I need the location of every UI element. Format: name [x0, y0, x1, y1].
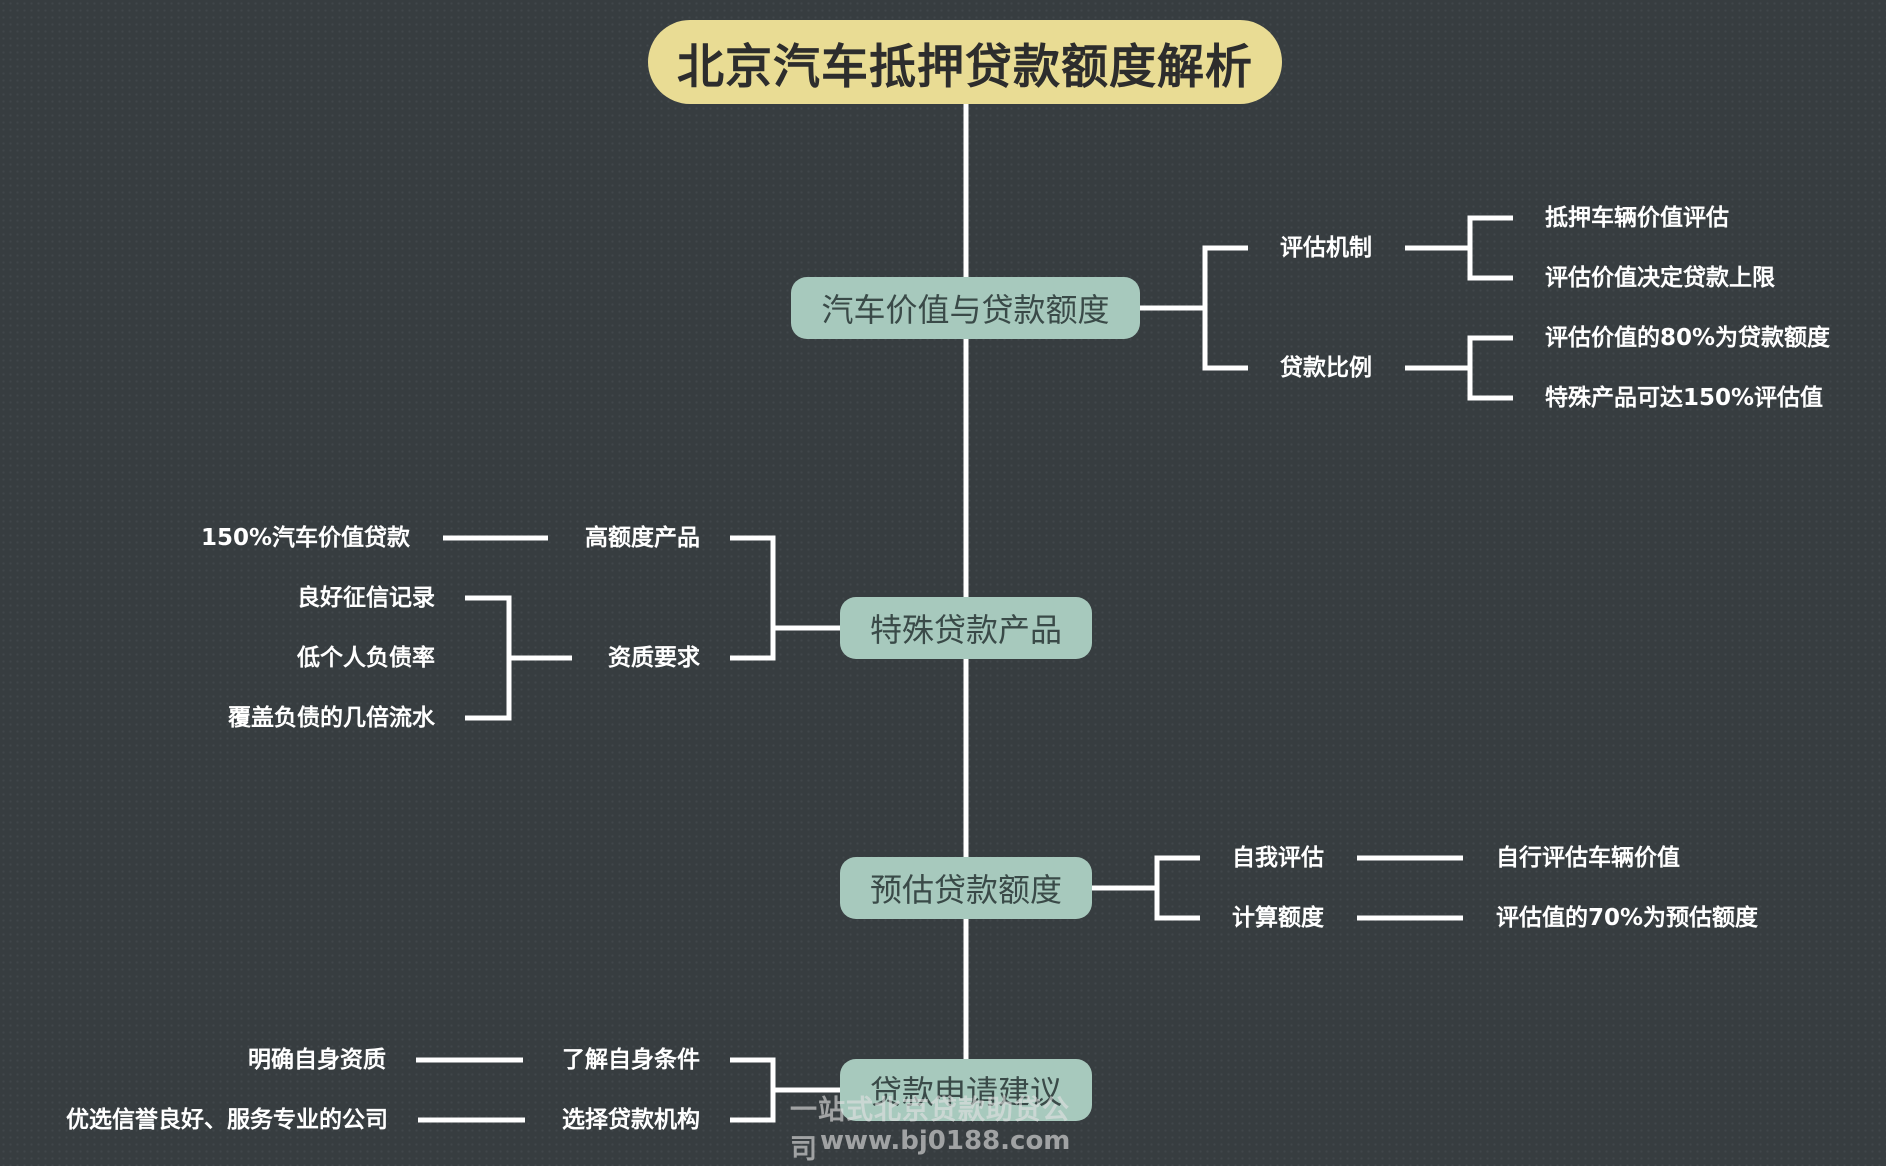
leaf-clarify-qualification: 明确自身资质	[248, 1047, 386, 1073]
leaf-low-debt: 低个人负债率	[297, 645, 435, 671]
watermark-url: www.bj0188.com	[820, 1126, 1071, 1156]
subnode-self-assessment: 自我评估	[1232, 845, 1324, 871]
leaf-cash-flow: 覆盖负债的几倍流水	[228, 705, 435, 731]
branch-application-advice: 贷款申请建议	[840, 1059, 1092, 1121]
subnode-know-yourself: 了解自身条件	[562, 1047, 700, 1073]
mindmap-title: 北京汽车抵押贷款额度解析	[648, 20, 1282, 104]
watermark-company: 一站式北京贷款助贷公司	[790, 1095, 1070, 1165]
leaf-good-credit: 良好征信记录	[297, 585, 435, 611]
subnode-loan-ratio: 贷款比例	[1280, 355, 1372, 381]
subnode-choose-institution: 选择贷款机构	[562, 1107, 700, 1133]
leaf-80-percent: 评估价值的80%为贷款额度	[1545, 325, 1831, 351]
leaf-valuation-limit: 评估价值决定贷款上限	[1545, 265, 1775, 291]
branch-car-value: 汽车价值与贷款额度	[791, 277, 1140, 339]
subnode-qualification: 资质要求	[608, 645, 700, 671]
leaf-choose-reputable: 优选信誉良好、服务专业的公司	[66, 1107, 388, 1133]
leaf-self-valuation: 自行评估车辆价值	[1496, 845, 1680, 871]
leaf-70-percent: 评估值的70%为预估额度	[1496, 905, 1759, 931]
leaf-150-percent: 特殊产品可达150%评估值	[1545, 385, 1824, 411]
subnode-calc-amount: 计算额度	[1232, 905, 1324, 931]
branch-estimate-amount: 预估贷款额度	[840, 857, 1092, 919]
subnode-high-amount: 高额度产品	[585, 525, 700, 551]
subnode-assessment: 评估机制	[1280, 235, 1372, 261]
branch-special-products: 特殊贷款产品	[840, 597, 1092, 659]
leaf-vehicle-valuation: 抵押车辆价值评估	[1545, 205, 1729, 231]
leaf-150-car-value-loan: 150%汽车价值贷款	[200, 525, 410, 551]
